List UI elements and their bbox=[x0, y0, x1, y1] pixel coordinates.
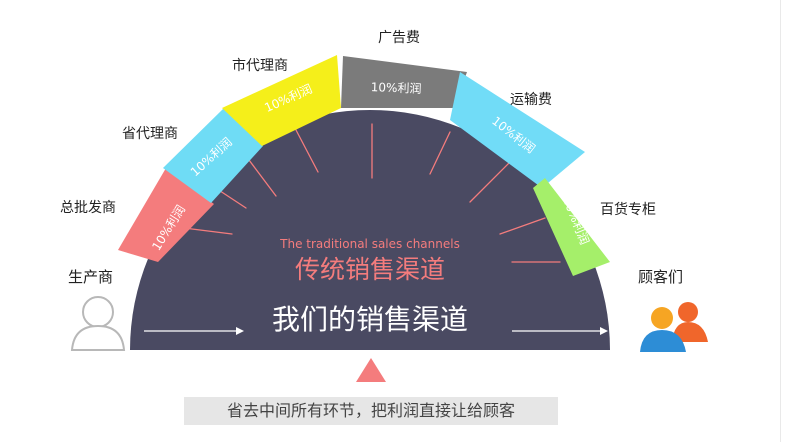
dome-subtitle-en: The traditional sales channels bbox=[279, 237, 460, 251]
producer-label: 生产商 bbox=[68, 268, 114, 286]
segment-wholesaler bbox=[118, 168, 214, 262]
flow-arrowhead-right bbox=[600, 327, 608, 335]
segment-provincial bbox=[163, 108, 263, 203]
segment-store bbox=[533, 178, 610, 276]
dome-background bbox=[130, 110, 610, 350]
ray bbox=[469, 159, 513, 203]
ray bbox=[499, 217, 546, 235]
segment-label-advertising: 广告费 bbox=[378, 30, 420, 46]
flow-arrows bbox=[144, 327, 608, 335]
channel-segments bbox=[118, 55, 610, 276]
consumer-label: 顾客们 bbox=[638, 268, 684, 286]
dome-title-traditional: 传统销售渠道 bbox=[295, 255, 445, 284]
margin-text-advertising: 10%利润 bbox=[371, 80, 422, 96]
segment-label-provincial: 省代理商 bbox=[122, 126, 178, 142]
producer-icon bbox=[70, 296, 126, 351]
ray bbox=[183, 227, 233, 235]
segment-advertising bbox=[341, 56, 467, 108]
segment-label-store: 百货专柜 bbox=[600, 201, 656, 218]
ray bbox=[429, 131, 451, 175]
caption-banner: 省去中间所有环节，把利润直接让给顾客 bbox=[184, 397, 558, 425]
segment-label-city: 市代理商 bbox=[232, 57, 288, 74]
ray bbox=[295, 129, 319, 173]
right-edge-divider bbox=[780, 0, 781, 442]
segment-city bbox=[222, 55, 341, 146]
dome-title-ours: 我们的销售渠道 bbox=[272, 303, 468, 336]
ray bbox=[245, 155, 277, 197]
segment-transport bbox=[450, 72, 585, 188]
pointer-triangle bbox=[356, 358, 386, 382]
consumers-icon bbox=[640, 302, 708, 352]
dome-rays bbox=[183, 123, 561, 263]
flow-arrowhead-left bbox=[236, 327, 244, 335]
segment-label-wholesaler: 总批发商 bbox=[60, 200, 116, 216]
segment-label-transport: 运输费 bbox=[510, 92, 552, 108]
